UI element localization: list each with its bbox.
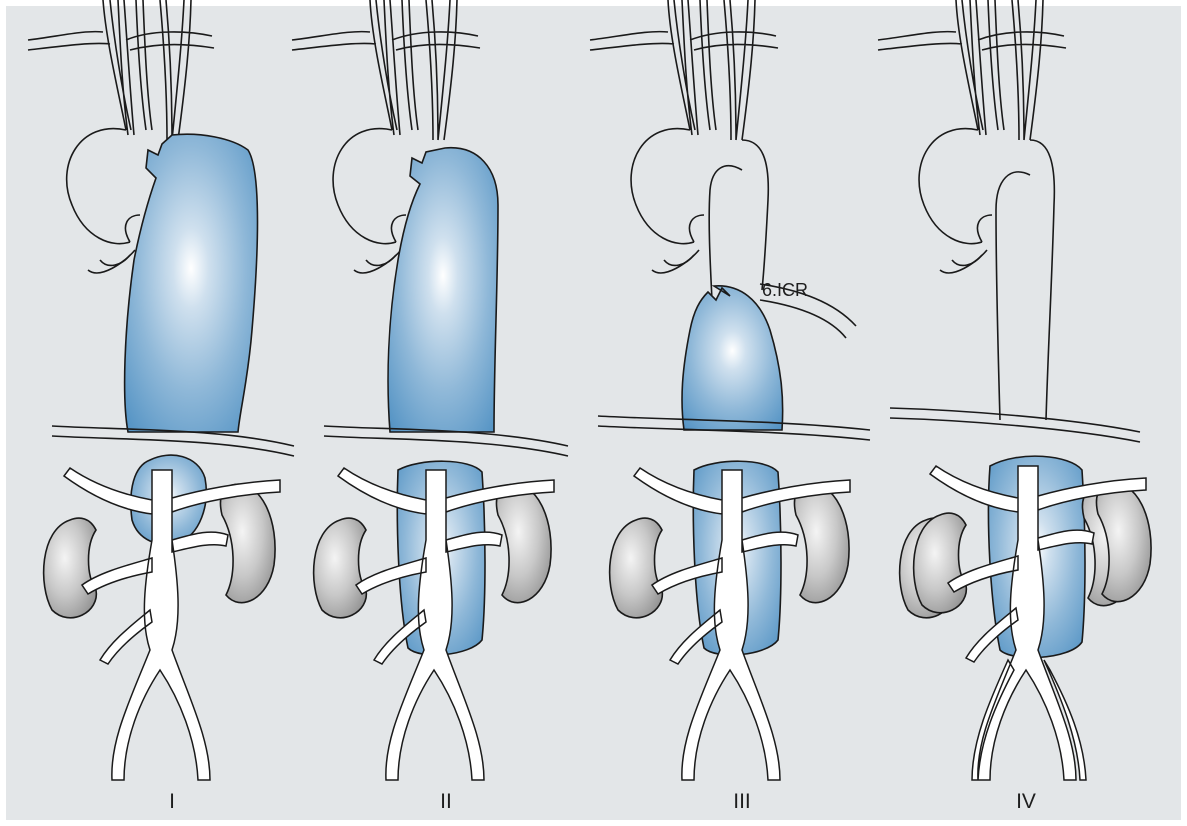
icr-label: 6.ICR: [762, 280, 808, 300]
panel-label-1: I: [169, 790, 175, 813]
panel-label-3: III: [733, 790, 751, 813]
panel-label-4: IV: [1016, 790, 1036, 813]
panel-label-2: II: [440, 790, 452, 813]
